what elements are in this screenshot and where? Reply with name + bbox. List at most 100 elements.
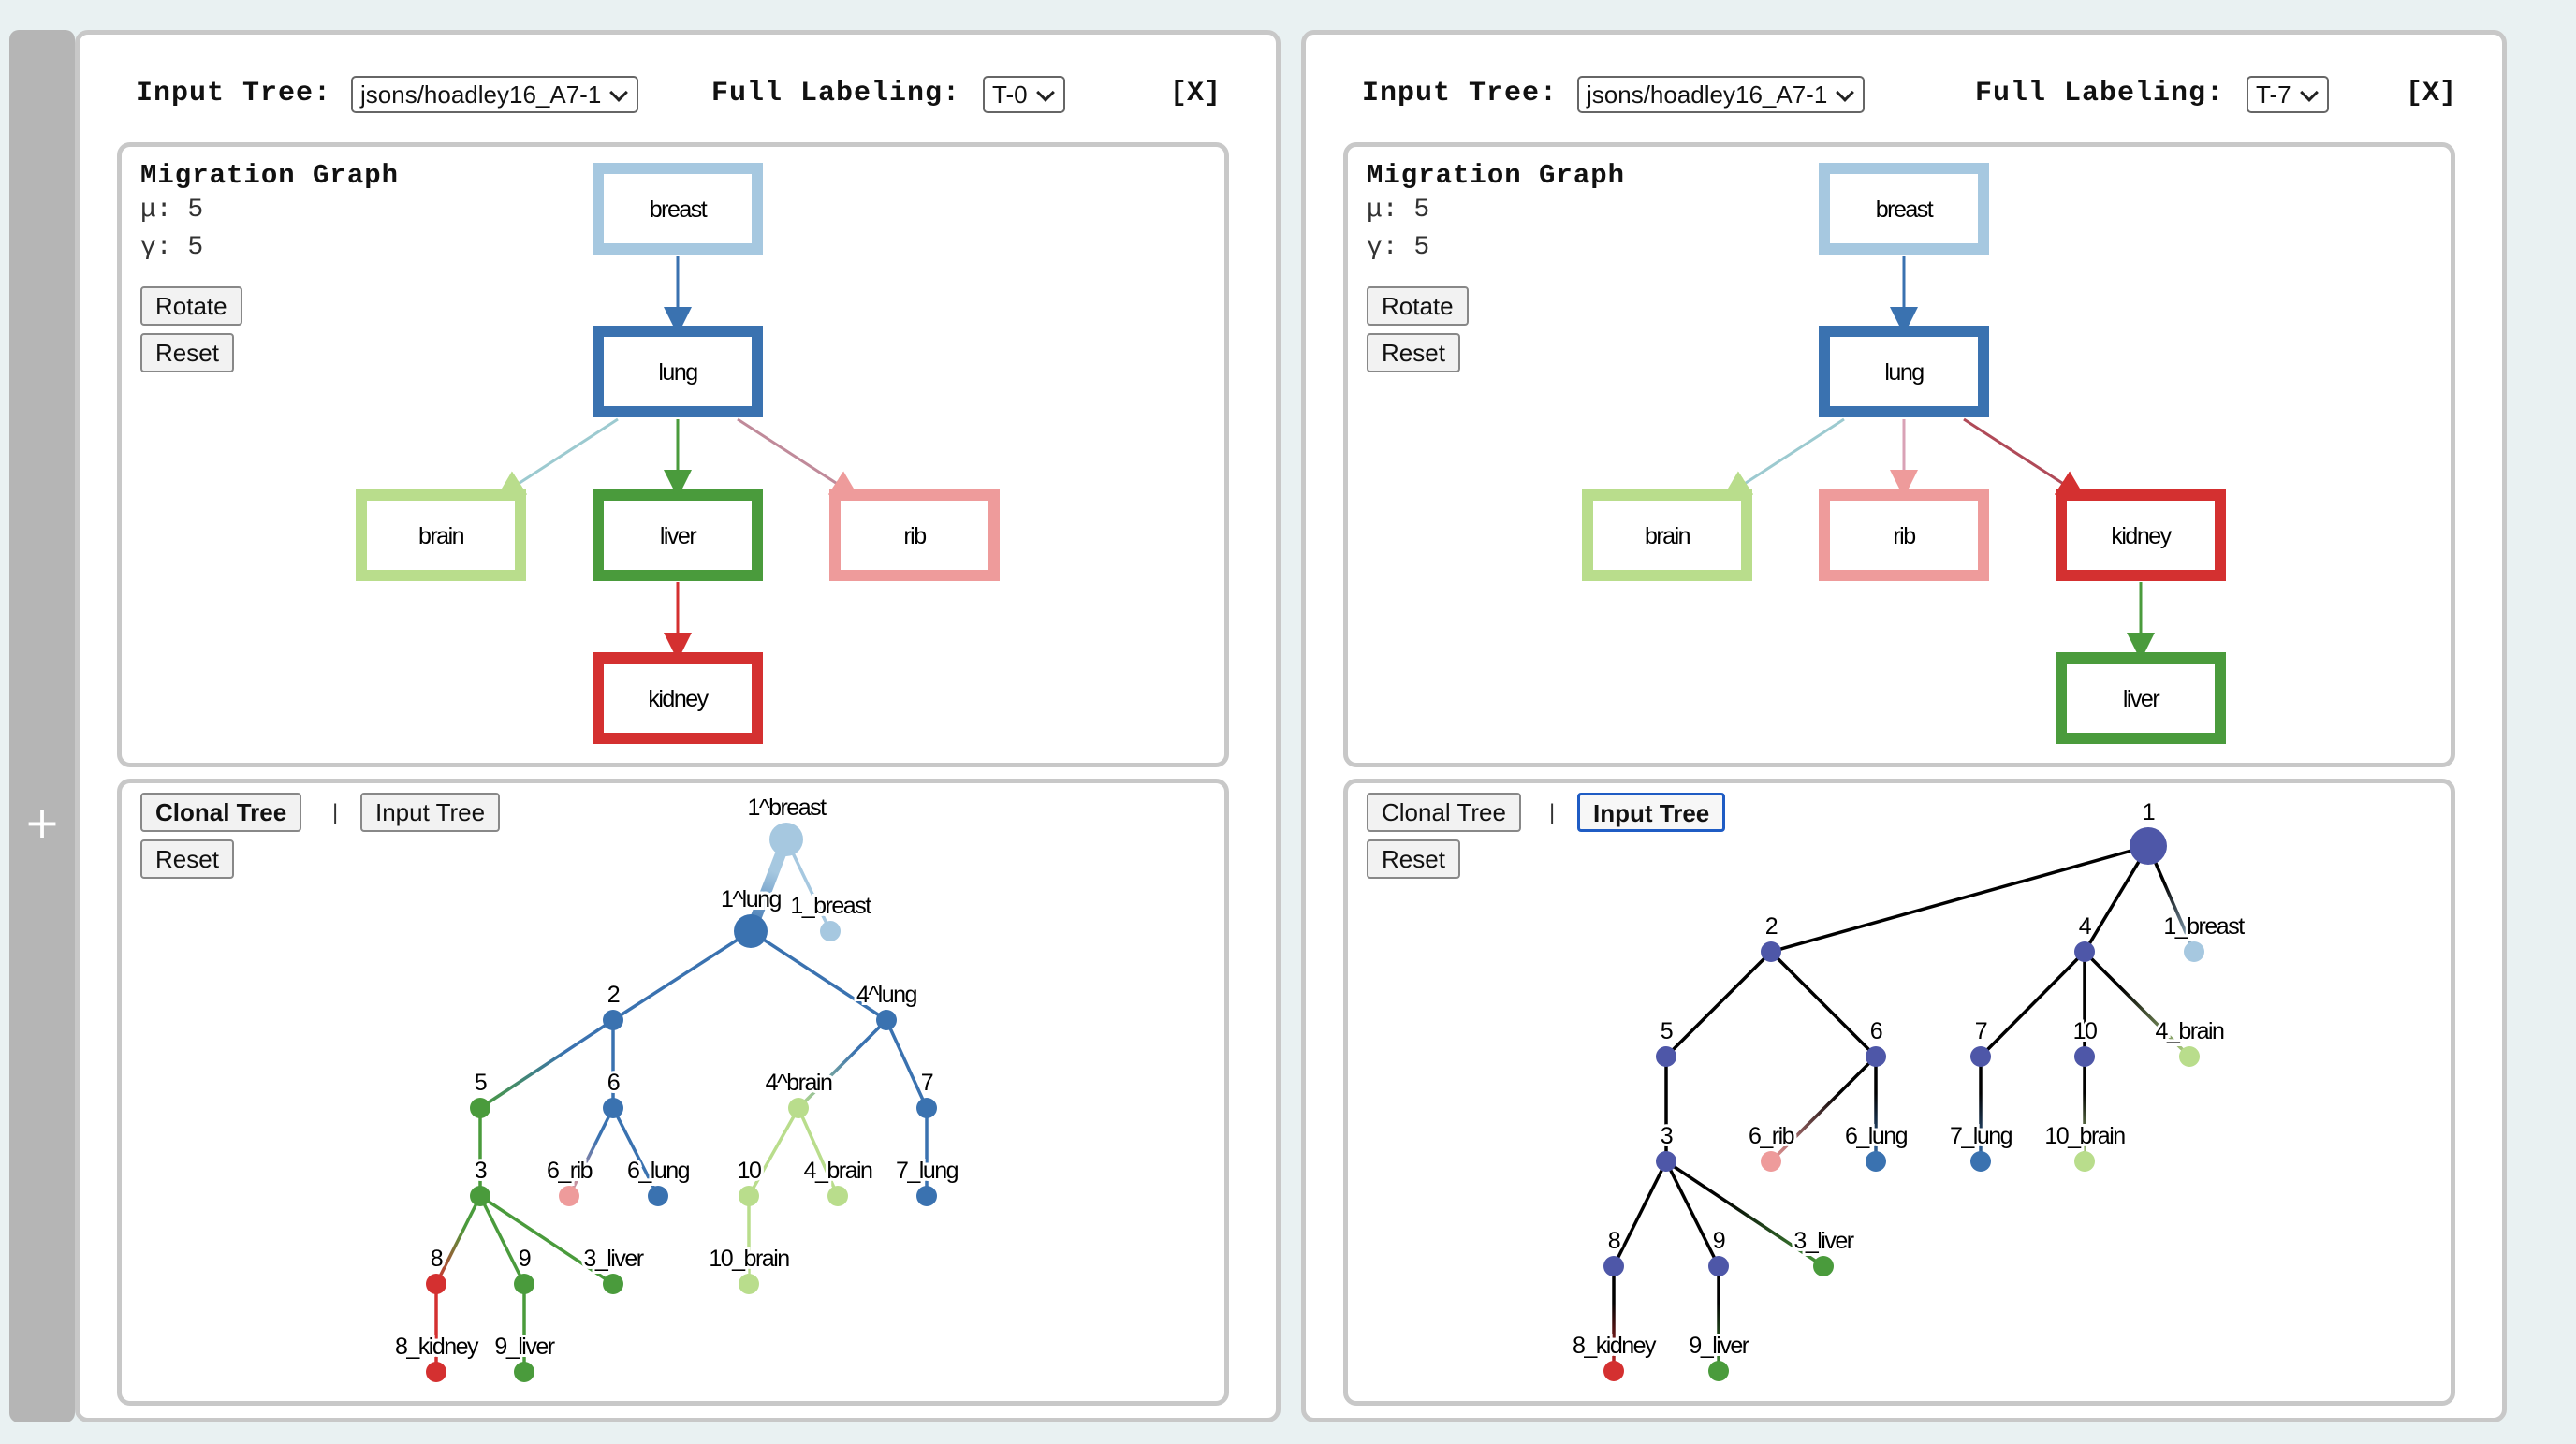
input-tree-select[interactable]: jsons/hoadley16_A7-1	[351, 76, 639, 113]
tab-clonal-tree[interactable]: Clonal Tree	[1367, 793, 1521, 832]
node-rib[interactable]	[829, 489, 1000, 581]
tree-node-label: 9	[519, 1246, 531, 1272]
full-labeling-select[interactable]: T-7	[2247, 76, 2329, 113]
rotate-button[interactable]: Rotate	[140, 286, 242, 326]
tree-node-label: 2	[607, 982, 620, 1008]
tree-node-9-liver[interactable]	[1708, 1361, 1729, 1381]
tree-node-8-kidney[interactable]	[426, 1362, 446, 1382]
node-rib-label: rib	[1893, 523, 1915, 549]
tree-node-9-liver[interactable]	[514, 1362, 534, 1382]
tree-node-6[interactable]	[603, 1098, 623, 1118]
tree-node-6-lung[interactable]	[1866, 1151, 1886, 1172]
full-labeling-select[interactable]: T-0	[983, 76, 1065, 113]
tree-node-7[interactable]	[1970, 1046, 1991, 1067]
close-panel-button[interactable]: [X]	[2406, 78, 2457, 109]
edge-4-7	[1979, 950, 2086, 1058]
mu-value: μ: 5	[140, 196, 204, 225]
tree-node-1-breast[interactable]	[2184, 941, 2204, 962]
tree-node-4-brain[interactable]	[2179, 1046, 2200, 1067]
tree-node-5[interactable]	[470, 1098, 490, 1118]
node-liver[interactable]	[2056, 652, 2226, 744]
tree-node-3[interactable]	[1656, 1151, 1676, 1172]
tree-node-3[interactable]	[470, 1186, 490, 1206]
close-panel-button[interactable]: [X]	[1170, 78, 1222, 109]
edge-lung-kidney	[1963, 417, 2086, 499]
tree-node-6-lung[interactable]	[648, 1186, 668, 1206]
tree-node-7-lung[interactable]	[916, 1186, 937, 1206]
node-breast[interactable]	[1819, 163, 1989, 255]
tab-input-tree[interactable]: Input Tree	[1577, 793, 1726, 832]
add-panel-button[interactable]: +	[23, 797, 61, 848]
migration-graph-title: Migration Graph	[140, 160, 400, 191]
tree-node-1[interactable]	[2130, 827, 2167, 865]
tree-node-8[interactable]	[426, 1274, 446, 1294]
node-lung-label: lung	[1884, 359, 1924, 386]
tree-node-10-brain[interactable]	[739, 1274, 759, 1294]
tree-node-6-rib[interactable]	[1761, 1151, 1781, 1172]
tree-node-3-liver[interactable]	[603, 1274, 623, 1294]
node-kidney[interactable]	[593, 652, 763, 744]
tree-node-1-lung[interactable]	[734, 914, 768, 948]
tree-node-7[interactable]	[916, 1098, 937, 1118]
tree-node-2[interactable]	[1761, 941, 1781, 962]
edge-3-3-liver	[479, 1194, 614, 1286]
node-brain[interactable]	[356, 489, 526, 581]
reset-button[interactable]: Reset	[1367, 333, 1460, 372]
tree-node-label: 1	[2143, 799, 2155, 825]
tree-node-label: 3_liver	[1793, 1228, 1853, 1254]
migration-graph-canvas[interactable]: breast lung brain rib kidney liver	[1348, 147, 2451, 763]
tree-node-label: 6_rib	[1749, 1123, 1794, 1149]
tree-node-4-lung[interactable]	[876, 1010, 897, 1030]
tab-input-tree[interactable]: Input Tree	[360, 793, 501, 832]
tree-reset-button[interactable]: Reset	[140, 839, 234, 879]
tree-node-label: 9	[1713, 1228, 1725, 1254]
edge-6-6-lung	[611, 1107, 660, 1197]
tree-node-3-liver[interactable]	[1813, 1256, 1834, 1276]
tree-node-6[interactable]	[1866, 1046, 1886, 1067]
node-breast[interactable]	[593, 163, 763, 255]
tree-node-8[interactable]	[1603, 1256, 1624, 1276]
node-liver[interactable]	[593, 489, 763, 581]
reset-button[interactable]: Reset	[140, 333, 234, 372]
rotate-button[interactable]: Rotate	[1367, 286, 1469, 326]
edge-3-9	[1664, 1160, 1720, 1267]
tree-node-label: 3	[1661, 1123, 1673, 1149]
tree-node-1-breast[interactable]	[769, 823, 803, 856]
tree-node-label: 4^lung	[856, 982, 916, 1008]
node-kidney[interactable]	[2056, 489, 2226, 581]
edge-3-3-liver	[1665, 1160, 1824, 1268]
tree-reset-button[interactable]: Reset	[1367, 839, 1460, 879]
tree-node-8-kidney[interactable]	[1603, 1361, 1624, 1381]
tree-node-1-breast[interactable]	[820, 921, 841, 941]
tree-node-9[interactable]	[1708, 1256, 1729, 1276]
node-lung[interactable]	[593, 326, 763, 417]
tree-node-7-lung[interactable]	[1970, 1151, 1991, 1172]
tree-node-4-brain[interactable]	[827, 1186, 848, 1206]
tree-node-9[interactable]	[514, 1274, 534, 1294]
tree-node-label: 6	[607, 1070, 620, 1096]
tree-node-5[interactable]	[1656, 1046, 1676, 1067]
tree-node-10[interactable]	[2074, 1046, 2095, 1067]
tree-node-4-brain[interactable]	[788, 1098, 809, 1118]
node-lung[interactable]	[1819, 326, 1989, 417]
migration-graph-canvas[interactable]: breast lung brain liver rib kidney	[122, 147, 1224, 763]
node-brain[interactable]	[1582, 489, 1752, 581]
tree-node-10[interactable]	[739, 1186, 759, 1206]
gamma-value: γ: 5	[1367, 233, 1430, 262]
tree-node-label: 4_brain	[2156, 1018, 2224, 1044]
tab-clonal-tree[interactable]: Clonal Tree	[140, 793, 302, 832]
tree-node-label: 7	[921, 1070, 933, 1096]
node-breast-label: breast	[1876, 197, 1934, 223]
tree-node-6-rib[interactable]	[559, 1186, 579, 1206]
input-tree-select[interactable]: jsons/hoadley16_A7-1	[1577, 76, 1866, 113]
tree-node-label: 4^brain	[766, 1070, 832, 1096]
tab-separator: |	[332, 800, 339, 825]
node-rib[interactable]	[1819, 489, 1989, 581]
tree-node-2[interactable]	[603, 1010, 623, 1030]
tree-node-10-brain[interactable]	[2074, 1151, 2095, 1172]
tree-node-4[interactable]	[2074, 941, 2095, 962]
